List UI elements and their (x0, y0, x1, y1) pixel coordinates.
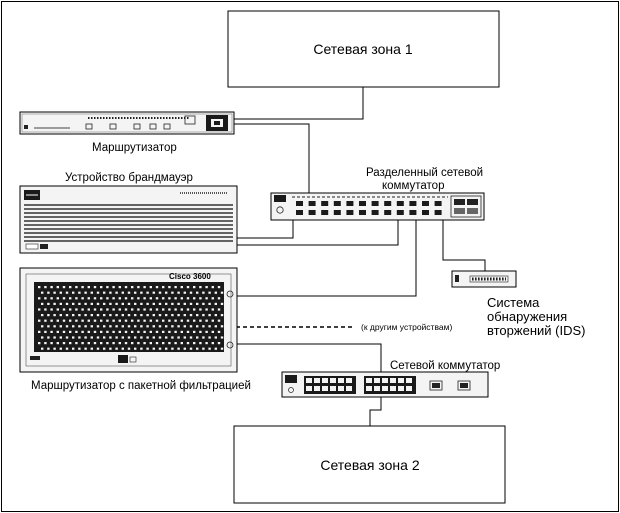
split-switch-label-line1: Разделенный сетевой (366, 167, 483, 179)
packet-router-label: Маршрутизатор с пакетной фильтрацией (31, 380, 251, 392)
split-switch-label-line2: коммутатор (382, 180, 444, 192)
network-zone-2-label: Сетевая зона 2 (320, 457, 419, 473)
network-switch-icon (281, 371, 489, 398)
link-splitswitch-ids (442, 219, 486, 271)
link-packetrouter-switch (236, 343, 382, 372)
network-zone-1-box (227, 10, 500, 88)
firewall-label: Устройство брандмауэр (65, 172, 193, 184)
link-firewall-splitswitch-a (237, 218, 294, 239)
ids-label-line2: обнаружения (487, 309, 567, 324)
link-router-splitswitch (234, 123, 310, 194)
ids-label-line3: вторжений (IDS) (487, 323, 585, 338)
link-switch-zone2 (369, 396, 382, 426)
network-zone-2: Сетевая зона 2 (233, 425, 506, 504)
ids-sensor-icon (451, 270, 517, 288)
router-label: Маршрутизатор (92, 142, 177, 154)
connection-lines (234, 87, 486, 426)
cisco-3600-model-label: Cisco 3600 (169, 272, 211, 281)
network-zone-1: Сетевая зона 1 (227, 10, 500, 88)
firewall-appliance-icon (19, 185, 238, 254)
link-firewall-splitswitch-b (237, 219, 399, 246)
split-network-switch-icon (270, 192, 485, 221)
network-zone-1-label: Сетевая зона 1 (313, 41, 412, 57)
router-icon (19, 111, 235, 135)
network-switch-label: Сетевой коммутатор (390, 360, 500, 372)
network-zone-2-box (233, 425, 506, 504)
link-packetrouter-splitswitch (236, 219, 417, 297)
link-zone1-router (234, 87, 364, 120)
ids-label-line1: Система (487, 295, 540, 310)
cisco-3600-router-icon (19, 267, 238, 373)
other-devices-label: (к другим устройствам) (361, 322, 452, 332)
